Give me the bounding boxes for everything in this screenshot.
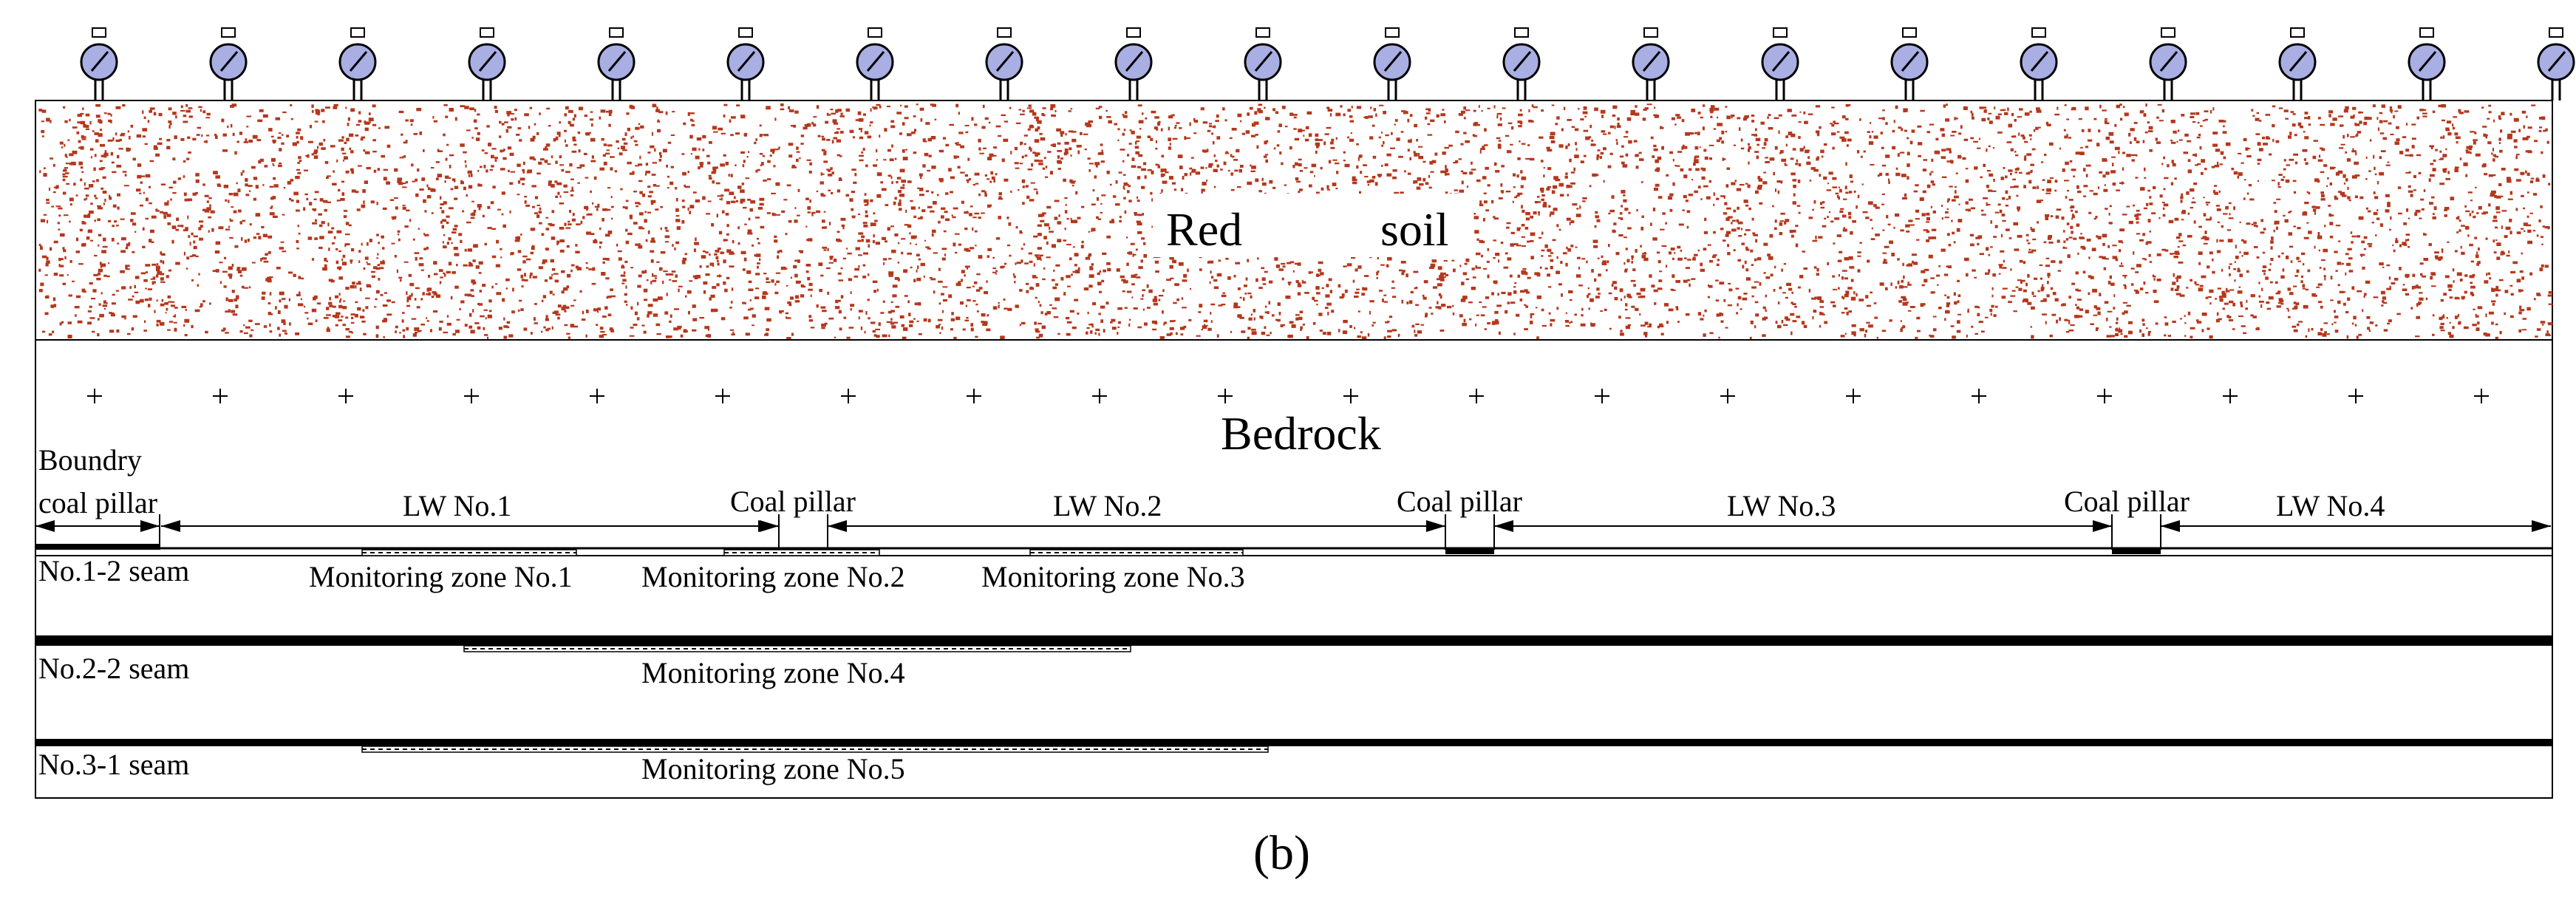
longwall-label-1: LW No.1 — [403, 489, 511, 522]
monitoring-zone-bars — [361, 549, 1269, 753]
extent-arrows — [35, 514, 2551, 550]
coal-pillar-block-2 — [1445, 548, 1494, 554]
plus-icon — [841, 389, 856, 403]
monitoring-zone-bar — [723, 549, 880, 556]
arrowhead-icon — [2532, 520, 2551, 532]
arrowhead-icon — [760, 520, 779, 532]
plus-icon — [1469, 389, 1484, 403]
bedrock-plus-markers — [87, 389, 2489, 403]
arrowhead-icon — [161, 520, 180, 532]
dial-gauge-icon — [985, 27, 1023, 100]
plus-icon — [1846, 389, 1861, 403]
monitoring-zone-bar — [361, 549, 577, 556]
dial-gauge-icon — [1244, 27, 1282, 100]
seam-label-2-2: No.2-2 seam — [38, 652, 189, 685]
plus-icon — [715, 389, 730, 403]
plus-icon — [590, 389, 604, 403]
plus-icon — [213, 389, 228, 403]
plus-icon — [2223, 389, 2238, 403]
dial-gauge-icon — [209, 27, 248, 100]
monitoring-zone-bar — [1029, 549, 1244, 556]
monitoring-zone-label-3: Monitoring zone No.3 — [981, 560, 1245, 593]
seam-2-2-line — [35, 635, 2552, 646]
arrowhead-icon — [1426, 520, 1445, 532]
dial-gauge-icon — [1373, 27, 1411, 100]
coal-pillar-block-3 — [2112, 548, 2161, 554]
dial-gauge-icon — [1502, 27, 1541, 100]
plus-icon — [464, 389, 479, 403]
dial-gauge-icon — [2408, 27, 2446, 100]
monitoring-zone-bar — [463, 645, 1131, 652]
longwall-label-4: LW No.4 — [2276, 489, 2385, 522]
red-soil-label-word2: soil — [1380, 203, 1448, 256]
plus-icon — [1218, 389, 1233, 403]
seam-label-1-2: No.1-2 seam — [38, 554, 189, 587]
boundary-pillar-label-line1: Boundry — [38, 443, 142, 477]
dial-gauge-icon — [726, 27, 765, 100]
boundary-pillar-label-line2: coal pillar — [38, 486, 157, 519]
dial-gauge-icon — [1761, 27, 1799, 100]
plus-icon — [967, 389, 981, 403]
dial-gauge-icon — [468, 27, 506, 100]
monitoring-zone-label-5: Monitoring zone No.5 — [641, 752, 905, 785]
plus-icon — [2474, 389, 2489, 403]
bedrock-layer — [35, 339, 2553, 799]
dial-gauge-icon — [597, 27, 636, 100]
arrowhead-icon — [2093, 520, 2112, 532]
dial-gauge-icon — [2278, 27, 2317, 100]
arrowhead-icon — [35, 520, 55, 532]
soil-speckle-texture — [38, 103, 2553, 341]
red-soil-label-bg — [1153, 194, 1471, 257]
dial-gauge-icon — [2020, 27, 2058, 100]
dial-gauge-icon — [856, 27, 894, 100]
dial-gauge-icon — [338, 27, 377, 100]
coal-pillar-label-1: Coal pillar — [730, 485, 856, 518]
longwall-label-3: LW No.3 — [1727, 489, 1836, 522]
monitoring-zone-bar — [361, 746, 1269, 753]
plus-icon — [1972, 389, 1986, 403]
coal-pillar-label-3: Coal pillar — [2064, 485, 2190, 518]
monitoring-zone-label-4: Monitoring zone No.4 — [641, 656, 905, 689]
plus-icon — [338, 389, 353, 403]
dial-gauge-icon — [2149, 27, 2187, 100]
monitoring-zone-label-2: Monitoring zone No.2 — [641, 560, 905, 593]
plus-icon — [1720, 389, 1735, 403]
plus-icon — [2348, 389, 2363, 403]
dial-gauge-icon — [1890, 27, 1929, 100]
boundary-pillar-block — [35, 544, 160, 550]
dial-gauge-icon — [2537, 27, 2575, 100]
red-soil-label-word1: Red — [1166, 203, 1242, 256]
seam-3-1-line — [35, 739, 2552, 746]
plus-icon — [1595, 389, 1609, 403]
dial-gauge-icon — [80, 27, 118, 100]
monitoring-zone-label-1: Monitoring zone No.1 — [309, 560, 573, 593]
coal-pillar-label-2: Coal pillar — [1397, 485, 1522, 518]
dial-gauge-row — [80, 27, 2575, 100]
figure-caption: (b) — [1253, 826, 1310, 880]
bedrock-label: Bedrock — [1221, 407, 1381, 460]
longwall-label-2: LW No.2 — [1053, 489, 1162, 522]
plus-icon — [1343, 389, 1358, 403]
seam-label-3-1: No.3-1 seam — [38, 748, 189, 781]
dial-gauge-icon — [1114, 27, 1153, 100]
dial-gauge-icon — [1632, 27, 1670, 100]
plus-icon — [87, 389, 102, 403]
arrowhead-icon — [140, 520, 160, 532]
plus-icon — [1092, 389, 1107, 403]
plus-icon — [2097, 389, 2112, 403]
